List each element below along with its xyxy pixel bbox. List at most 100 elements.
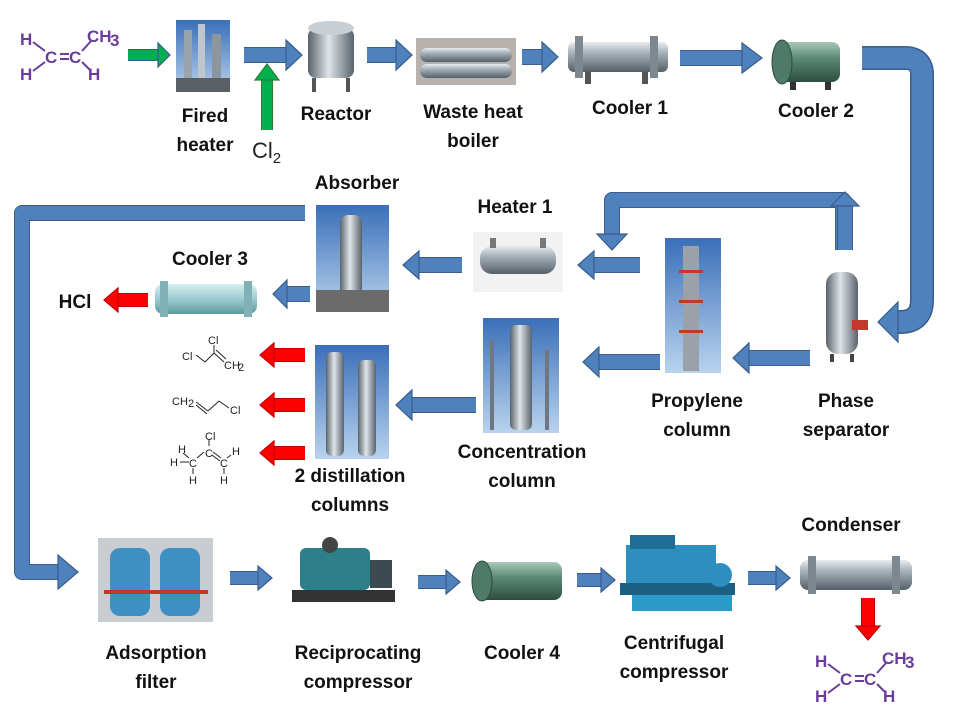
atom: Cl xyxy=(205,431,215,443)
cooler-2-label: Cooler 2 xyxy=(778,101,854,122)
atom: H xyxy=(815,652,827,671)
flow-arrow xyxy=(367,38,413,72)
cooler-1-image xyxy=(568,36,668,84)
atom: H xyxy=(189,475,197,487)
centrifugal-compressor-label: Centrifugal xyxy=(624,633,724,654)
propylene-feed-molecule: H H C C CH 3 H xyxy=(20,27,119,84)
waste-heat-boiler-label: boiler xyxy=(447,131,499,152)
atom: C xyxy=(69,48,81,67)
centrifugal-compressor-label: compressor xyxy=(620,662,729,683)
cooler-3-image xyxy=(155,281,257,317)
cooler-4-label: Cooler 4 xyxy=(484,643,560,664)
atom: H xyxy=(20,65,32,84)
chlorine-feed-arrow xyxy=(253,63,281,130)
waste-heat-boiler-label: Waste heat xyxy=(423,102,523,123)
cooler-3-label: Cooler 3 xyxy=(172,249,248,270)
product-arrow xyxy=(259,439,305,467)
hcl-product-arrow xyxy=(103,286,148,314)
flow-arrow-up xyxy=(829,191,861,250)
cooler-1-label: Cooler 1 xyxy=(592,98,668,119)
propylene-product-molecule: H H C C CH 3 H xyxy=(815,649,914,706)
atom: H xyxy=(178,444,186,456)
phase-separator-label: Phase xyxy=(818,391,874,412)
atom: 3 xyxy=(110,31,119,50)
atom: CH xyxy=(882,649,907,668)
atom: 2 xyxy=(238,362,244,374)
atom: C xyxy=(205,448,213,460)
atom: 2 xyxy=(188,398,194,410)
adsorption-filter-image xyxy=(98,538,213,622)
adsorption-filter-label: filter xyxy=(135,672,177,693)
atom: C xyxy=(840,670,852,689)
atom: H xyxy=(883,687,895,706)
atom: H xyxy=(88,65,100,84)
atom: C xyxy=(864,670,876,689)
flow-arrow xyxy=(244,38,303,72)
flow-arrow xyxy=(582,345,660,379)
concentration-column-label: Concentration xyxy=(458,442,587,463)
flow-arrow xyxy=(395,388,476,422)
flow-arrow xyxy=(418,568,461,596)
distillation-columns-image xyxy=(315,345,389,459)
absorber-label: Absorber xyxy=(315,173,400,194)
flow-arrow xyxy=(402,249,462,281)
atom: CH xyxy=(87,27,112,46)
fired-heater-image xyxy=(176,20,230,92)
hcl-product-label: HCl xyxy=(59,292,92,313)
flow-arrow-cooler2-to-separator xyxy=(862,46,934,344)
atom: Cl xyxy=(230,405,240,417)
propylene-column-label: column xyxy=(663,420,731,441)
condenser-label: Condenser xyxy=(801,515,901,536)
atom: 3 xyxy=(905,653,914,672)
distillation-columns-label: columns xyxy=(311,495,389,516)
flow-arrow xyxy=(680,41,763,75)
fired-heater-label: Fired xyxy=(182,106,228,127)
reactor-label: Reactor xyxy=(301,104,372,125)
atom: H xyxy=(815,687,827,706)
flow-arrow xyxy=(272,278,310,310)
flow-arrow xyxy=(577,566,616,594)
atom: H xyxy=(170,457,178,469)
reciprocating-compressor-image xyxy=(292,537,395,602)
adsorption-filter-label: Adsorption xyxy=(105,643,206,664)
product-arrow xyxy=(259,341,305,369)
flow-arrow xyxy=(230,564,273,592)
allyl-chloride-structure: CH 2 Cl xyxy=(172,396,240,417)
atom: H xyxy=(232,446,240,458)
cooler-4-image xyxy=(471,560,562,602)
atom: H xyxy=(20,30,32,49)
heater-1-label: Heater 1 xyxy=(478,197,553,218)
atom: H xyxy=(220,475,228,487)
product-arrow xyxy=(259,391,305,419)
flow-arrow xyxy=(522,40,559,74)
distillation-columns-label: 2 distillation xyxy=(295,466,406,487)
waste-heat-boiler-image xyxy=(416,38,516,85)
propylene-column-label: Propylene xyxy=(651,391,743,412)
fired-heater-label: heater xyxy=(176,135,234,156)
reactor-image xyxy=(308,21,354,92)
phase-separator-image xyxy=(826,272,868,362)
atom: C xyxy=(45,48,57,67)
chloropropene-structure: Cl H H C C C H H H xyxy=(170,431,240,487)
equipment-images xyxy=(98,20,912,622)
dichloropropene-structure: Cl Cl CH 2 xyxy=(182,335,244,374)
flow-arrows xyxy=(14,38,934,641)
reciprocating-compressor-label: compressor xyxy=(304,672,413,693)
absorber-image xyxy=(316,205,389,312)
feed-arrow xyxy=(128,41,171,69)
propylene-column-image xyxy=(665,238,721,373)
phase-separator-label: separator xyxy=(803,420,890,441)
centrifugal-compressor-image xyxy=(620,535,735,611)
flow-arrow xyxy=(732,341,810,375)
reciprocating-compressor-label: Reciprocating xyxy=(295,643,422,664)
propylene-product-arrow xyxy=(854,598,882,641)
heater-1-image xyxy=(473,232,563,292)
flow-arrow-absorber-to-filter xyxy=(14,205,305,591)
atom: Cl xyxy=(208,335,218,347)
concentration-column-label: column xyxy=(488,471,556,492)
cooler-2-image xyxy=(771,39,840,90)
atom: CH xyxy=(224,360,240,372)
chlorine-feed-label: Cl2 xyxy=(252,138,281,167)
